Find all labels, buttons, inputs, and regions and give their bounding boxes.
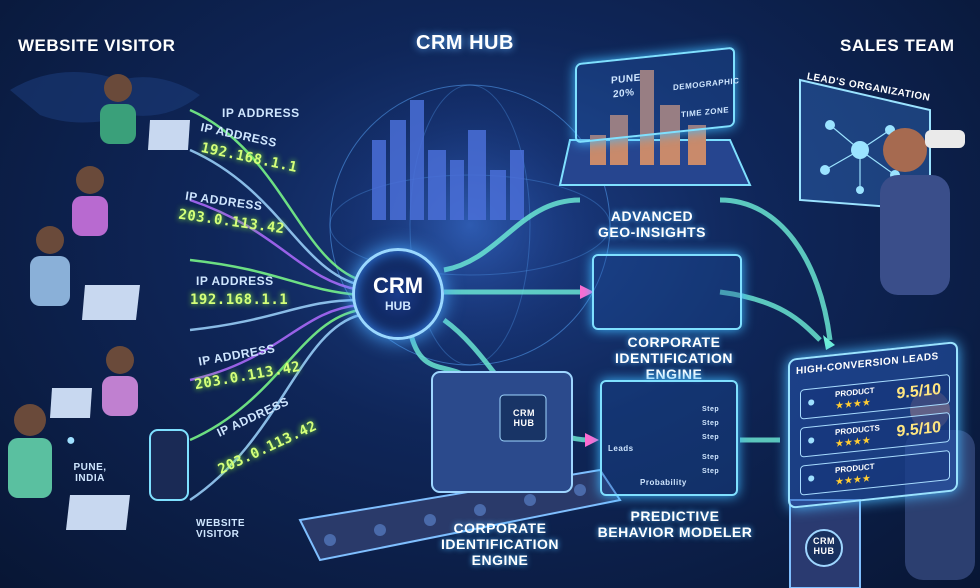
conveyor-rollers [324, 484, 586, 546]
location-pin-icon: ● [66, 432, 76, 449]
predictive-step: Step [702, 468, 720, 475]
kiosk-label: CRM HUB [813, 536, 835, 556]
predictive-panel: Leads Probability Step Step Step Step St… [600, 380, 738, 496]
high-conversion-leads-card: HIGH-CONVERSION LEADS ● PRODUCT ★★★★ 9.5… [788, 341, 958, 509]
phone [149, 429, 189, 501]
module-title-corp-conveyor: CORPORATE IDENTIFICATION ENGINE [441, 520, 559, 568]
arrow-head [823, 335, 835, 350]
module-title-corp-engine: CORPORATE IDENTIFICATION ENGINE [615, 334, 733, 382]
geo-tag-city: PUNE [611, 72, 641, 87]
arrow-head [585, 433, 599, 447]
left-title: WEBSITE VISITOR [18, 36, 176, 55]
rating-stars: ★★★★ [835, 473, 871, 488]
conveyor-box-label: CRM HUB [513, 408, 535, 428]
crm-hub-node: CRM HUB [352, 248, 444, 340]
product-icon: ● [807, 469, 816, 486]
page-title: CRM HUB [416, 32, 514, 54]
predictive-step: Step [702, 454, 720, 461]
vr-headset [925, 130, 965, 148]
hub-line2: HUB [385, 299, 411, 313]
corp-engine-box [592, 254, 742, 330]
world-map-shape [10, 72, 200, 123]
geo-buildings [590, 70, 706, 165]
data-streams [189, 108, 361, 502]
product-icon: ● [807, 393, 816, 410]
city-skyline [372, 100, 524, 220]
lead-row: ● PRODUCTS ★★★★ 9.5/10 [800, 411, 950, 458]
lead-row: ● PRODUCT ★★★★ [800, 449, 950, 496]
right-title: SALES TEAM [840, 36, 955, 55]
geo-base [558, 139, 752, 186]
rating-stars: ★★★★ [835, 435, 871, 450]
predictive-step: Step [702, 434, 720, 441]
predictive-probability: Probability [640, 478, 687, 487]
geo-hologram: PUNE 20% DEMOGRAPHIC TIME ZONE [575, 46, 739, 144]
hub-line1: CRM [372, 273, 424, 298]
visitor-people [8, 74, 138, 498]
lead-row-score: 9.5/10 [896, 380, 941, 403]
arrow-head [580, 285, 594, 299]
module-title-predictive: PREDICTIVE BEHAVIOR MODELER [597, 508, 753, 540]
geo-tag-demo: DEMOGRAPHIC [673, 76, 740, 93]
lead-row-label: PRODUCTS [835, 423, 880, 437]
ip-label: IP ADDRESS [222, 106, 300, 120]
lead-row: ● PRODUCT ★★★★ 9.5/10 [800, 373, 950, 420]
predictive-leads: Leads [608, 444, 634, 453]
ip-value: 192.168.1.1 [190, 292, 289, 308]
predictive-step: Step [702, 420, 720, 427]
geo-tag-pct: 20% [613, 87, 635, 101]
leads-card-title: HIGH-CONVERSION LEADS [796, 351, 939, 378]
location-label: PUNE, INDIA [73, 462, 107, 484]
rating-stars: ★★★★ [835, 397, 871, 412]
website-visitor-caption: WEBSITE VISITOR [196, 518, 246, 540]
ip-label: IP ADDRESS [196, 274, 274, 288]
laptops [50, 120, 190, 530]
predictive-step: Step [702, 406, 720, 413]
lead-row-score: 9.5/10 [896, 418, 941, 441]
module-title-geo: ADVANCED GEO-INSIGHTS [598, 208, 706, 240]
geo-tag-tz: TIME ZONE [681, 105, 730, 120]
product-icon: ● [807, 431, 816, 448]
